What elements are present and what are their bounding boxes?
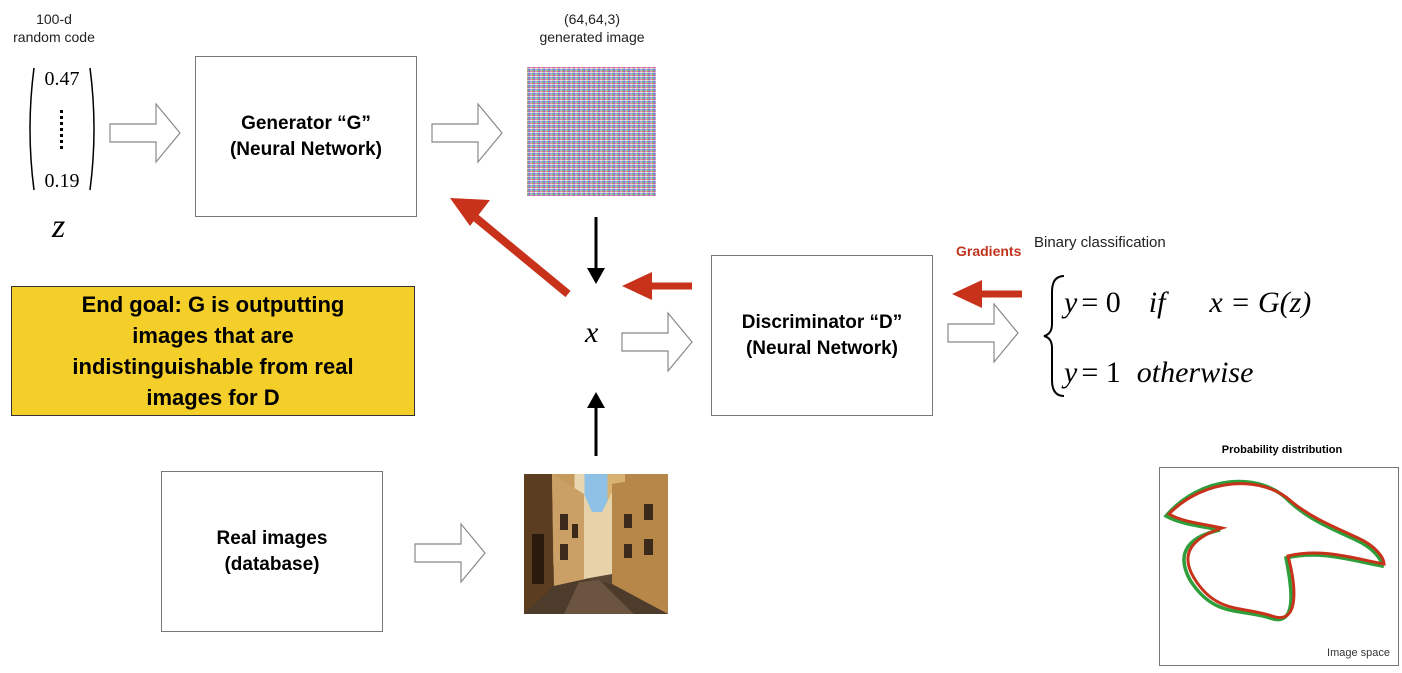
generator-label-line2: (Neural Network)	[229, 138, 383, 160]
hollow-arrow-generator-to-image	[431, 102, 503, 164]
real-images-label-line1: Real images	[216, 527, 328, 549]
goal-line2: images that are	[132, 323, 294, 348]
goal-line4: images for D	[146, 385, 280, 410]
goal-line3: indistinguishable from real	[72, 354, 354, 379]
case1-lhs: y	[1064, 286, 1078, 319]
code-caption-line2: random code	[13, 29, 95, 45]
vector-brackets	[29, 67, 95, 191]
hollow-arrow-x-to-discriminator	[621, 311, 693, 373]
goal-line1: End goal: G is outputting	[81, 292, 345, 317]
hollow-arrow-code-to-generator	[109, 102, 181, 164]
case1-eq: = 0	[1081, 286, 1121, 319]
discriminator-label-line2: (Neural Network)	[745, 337, 899, 359]
random-code-vector: 0.47 0.19	[24, 62, 100, 197]
binary-classification-label: Binary classification	[1034, 234, 1166, 251]
case2-eq: = 1	[1081, 356, 1121, 389]
z-symbol: z	[52, 208, 66, 245]
prob-distribution-title: Probability distribution	[1221, 444, 1343, 456]
generated-noise-image	[527, 67, 656, 196]
generated-caption-line2: generated image	[539, 29, 645, 45]
generated-caption-line1: (64,64,3)	[563, 11, 621, 27]
equation-case-2: y= 1 otherwise	[1064, 356, 1253, 390]
real-images-label-line2: (database)	[224, 553, 320, 575]
generated-caption: (64,64,3) generated image	[500, 10, 684, 46]
vector-bottom-value: 0.19	[44, 170, 80, 192]
distribution-curves	[1163, 479, 1386, 622]
equation-brace	[1043, 275, 1065, 397]
case1-cond: x = G(z)	[1209, 286, 1312, 319]
gradients-label: Gradients	[956, 243, 1022, 259]
real-images-box: Real images (database)	[161, 471, 383, 632]
end-goal-box: End goal: G is outputting images that ar…	[11, 286, 415, 416]
real-street-image	[524, 474, 668, 614]
equation-case-1: y= 0 if x = G(z)	[1064, 286, 1311, 320]
discriminator-label-line1: Discriminator “D”	[741, 311, 903, 333]
street-illustration	[524, 474, 668, 614]
case2-otherwise: otherwise	[1136, 356, 1254, 389]
vector-top-value: 0.47	[44, 68, 80, 90]
code-caption: 100-d random code	[0, 10, 108, 46]
red-curve	[1166, 482, 1386, 620]
vertical-dots	[60, 110, 63, 149]
image-space-label: Image space	[1327, 647, 1390, 659]
generator-box: Generator “G” (Neural Network)	[195, 56, 417, 217]
hollow-arrow-real-to-image	[414, 522, 486, 584]
red-arrow-x-to-generator	[473, 214, 571, 298]
generator-label-line1: Generator “G”	[241, 112, 371, 134]
discriminator-box: Discriminator “D” (Neural Network)	[711, 255, 933, 416]
prob-distribution-panel: Image space	[1159, 467, 1399, 666]
green-curve	[1163, 479, 1384, 622]
code-caption-line1: 100-d	[36, 11, 72, 27]
x-symbol: x	[585, 316, 599, 349]
case1-if: if	[1148, 286, 1166, 319]
hollow-arrow-discriminator-to-output	[947, 302, 1019, 364]
case2-lhs: y	[1064, 356, 1078, 389]
